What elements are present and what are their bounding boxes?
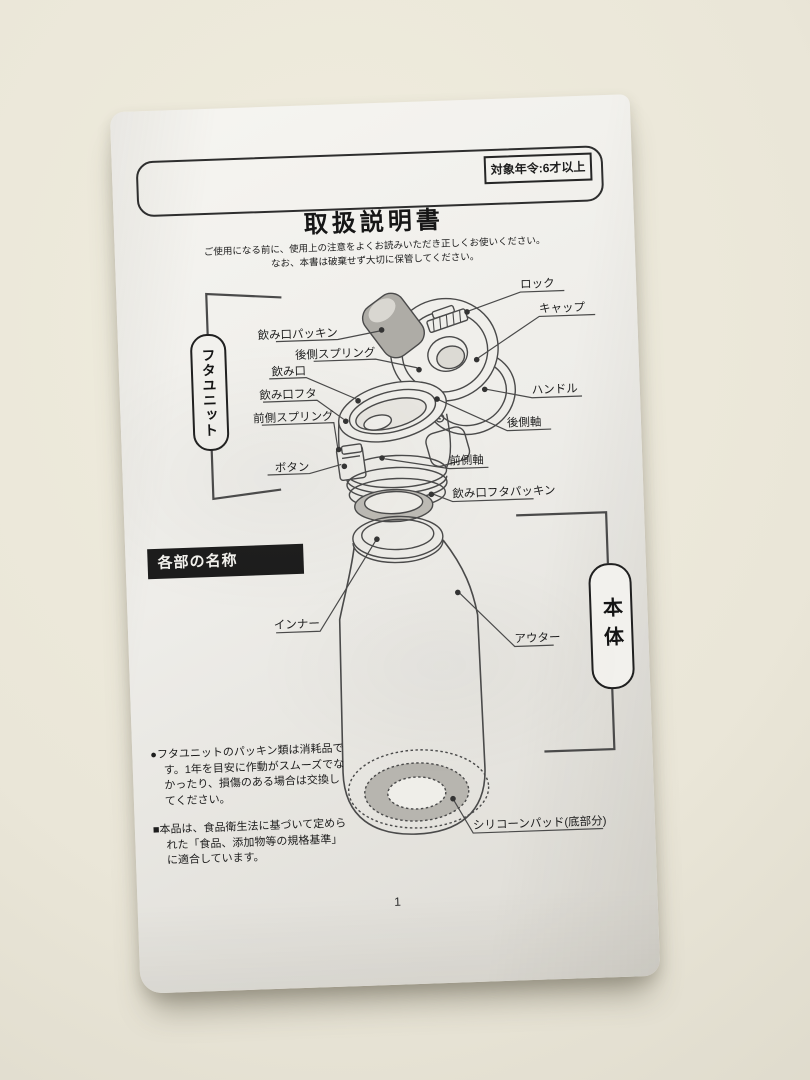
lid-body-drawing	[335, 380, 471, 495]
parts-diagram: 飲み口パッキン 後側スプリング 飲み口 飲み口フタ 前側スプリング ボタン ロッ…	[205, 277, 616, 835]
label-inner: インナー	[274, 617, 320, 632]
age-badge: 対象年令:6才以上	[483, 152, 593, 185]
label-spout-lid-packing: 飲み口フタパッキン	[452, 483, 556, 501]
label-spout: 飲み口	[271, 364, 306, 379]
label-cap: キャップ	[539, 301, 586, 316]
label-lock: ロック	[520, 277, 555, 291]
consumable-parts-note: ●フタユニットのパッキン類は消耗品です。1年を目安に作動がスムーズでなかったり、…	[150, 741, 350, 810]
page-number: 1	[393, 894, 402, 909]
anchor-dots	[335, 309, 488, 802]
packing-ring-drawing	[354, 488, 434, 523]
leader-lines	[261, 289, 604, 834]
label-handle: ハンドル	[532, 383, 578, 397]
note-text: フタユニットのパッキン類は消耗品です。1年を目安に作動がスムーズでなかったり、損…	[156, 742, 345, 808]
bottle-neck-drawing	[352, 515, 444, 564]
note-text: 本品は、食品衛生法に基づいて定められた「食品、添加物等の規格基準」に適合していま…	[159, 817, 347, 867]
silicone-pad-drawing	[347, 749, 490, 829]
section-heading: 各部の名称	[147, 543, 305, 580]
bottle-body-drawing	[338, 539, 486, 835]
label-rear-shaft: 後側軸	[507, 414, 542, 429]
label-spout-lid: 飲み口フタ	[259, 386, 317, 402]
spout-drawing	[361, 292, 425, 359]
label-button: ボタン	[275, 461, 310, 475]
manual-page: 対象年令:6才以上 取扱説明書 ご使用になる前に、使用上の注意をよくお読みいただ…	[109, 94, 661, 994]
label-spout-packing: 飲み口パッキン	[257, 325, 338, 342]
body-group-label: 本体	[587, 562, 636, 690]
label-silicone-pad: シリコーンパッド(底部分)	[473, 813, 607, 832]
label-outer: アウター	[514, 631, 560, 646]
label-rear-spring: 後側スプリング	[295, 345, 376, 362]
food-sanitation-note: ■本品は、食品衛生法に基づいて定められた「食品、添加物等の規格基準」に適合してい…	[153, 816, 353, 869]
body-bracket	[516, 511, 616, 753]
label-front-shaft: 前側軸	[449, 452, 484, 467]
lid-unit-group-label: フタユニット	[189, 333, 230, 452]
label-front-spring: 前側スプリング	[253, 409, 334, 426]
